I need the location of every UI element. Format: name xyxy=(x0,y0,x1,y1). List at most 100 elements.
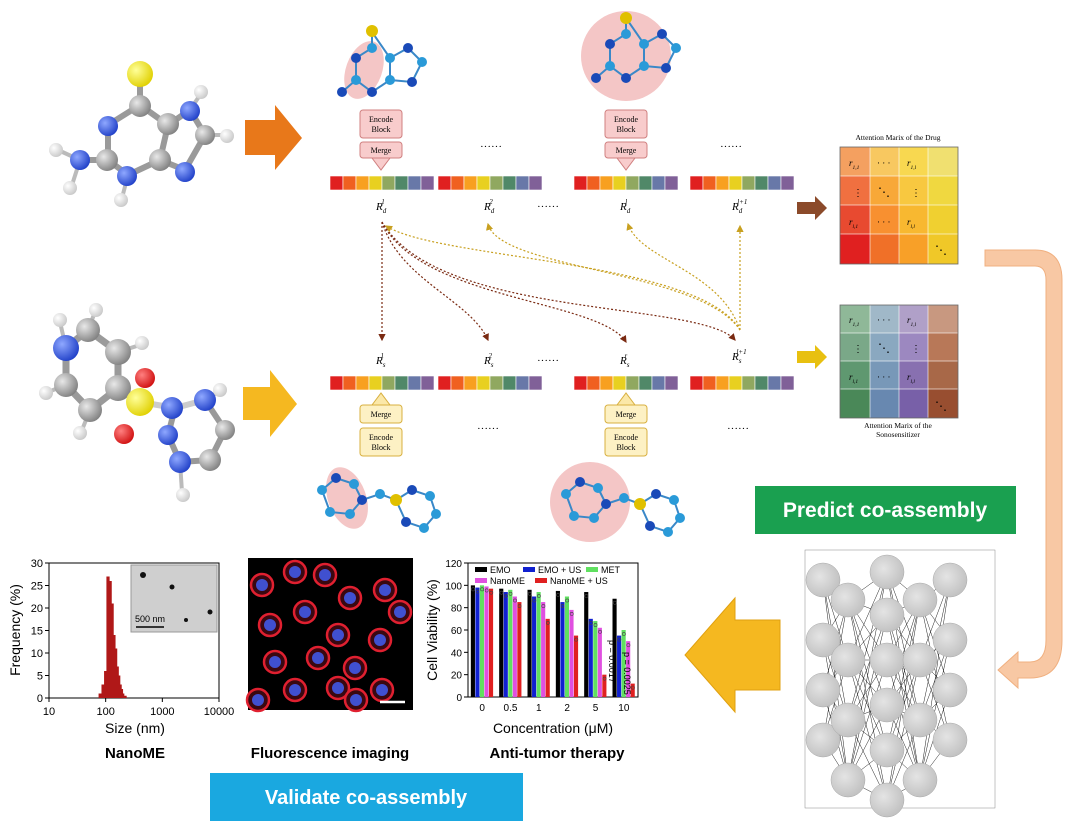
nn-node xyxy=(805,722,841,758)
feature-cell xyxy=(689,175,704,191)
encode-block-label: Encode xyxy=(369,115,393,124)
svg-text:· · ·: · · · xyxy=(877,158,891,168)
feature-cell xyxy=(586,375,601,391)
feature-cell xyxy=(489,175,504,191)
legend-swatch xyxy=(523,567,535,572)
viability-bar xyxy=(475,587,480,697)
legend-label: NanoME xyxy=(490,576,525,586)
cell-nucleus xyxy=(319,569,331,581)
cell-nucleus xyxy=(252,694,264,706)
svg-text:rl,l: rl,l xyxy=(907,372,915,385)
antitumor-caption: Anti-tumor therapy xyxy=(490,745,626,762)
sono-encode-stack-1: Merge Encode Block xyxy=(359,392,403,457)
feature-cell xyxy=(715,175,730,191)
viability-bar xyxy=(488,588,494,697)
cell-nucleus xyxy=(289,684,301,696)
sono-matrix-title-line-2: Sonosensitizer xyxy=(876,430,920,439)
viability-bar xyxy=(588,618,593,697)
feature-cell xyxy=(342,175,357,191)
data-point xyxy=(541,604,546,608)
cell-nucleus xyxy=(350,694,362,706)
ellipsis: ······ xyxy=(537,355,559,367)
feature-cell xyxy=(664,375,679,391)
feature-cell xyxy=(450,375,465,391)
legend-label: MET xyxy=(601,565,621,575)
y-tick-label: 30 xyxy=(31,558,43,570)
data-point xyxy=(574,637,579,642)
data-point xyxy=(513,598,517,603)
nn-node xyxy=(830,582,866,618)
drug-attention-matrix: r1,1 · · · r1,l ⋮ ⋱ ⋮ rl,1 · · · rl,l ⋱ xyxy=(839,146,959,265)
viability-bar xyxy=(512,596,517,697)
drug-matrix-title: Attention Marix of the Drug xyxy=(856,133,941,142)
encode-block-label: Encode xyxy=(369,433,393,442)
viability-bar xyxy=(479,585,485,697)
viability-bar xyxy=(470,585,475,697)
workflow-curved-arrow xyxy=(984,249,1063,690)
cell-nucleus xyxy=(299,606,311,618)
feature-cell xyxy=(586,175,601,191)
drug-molecule-3d xyxy=(49,61,234,207)
y-tick-label: 120 xyxy=(445,559,462,570)
nn-edge xyxy=(847,599,888,706)
sonosensitizer-molecule-3d xyxy=(39,303,235,502)
viability-bar xyxy=(584,592,589,697)
encode-block-label: Encode xyxy=(614,115,638,124)
nn-edge xyxy=(886,599,921,706)
svg-text:⋮: ⋮ xyxy=(853,188,863,199)
drug-encode-stack-l: Encode Block Merge xyxy=(604,109,648,171)
nn-edge xyxy=(919,599,951,741)
encode-block-label: Block xyxy=(371,443,390,452)
nn-edge xyxy=(847,659,888,801)
nn-edge xyxy=(919,639,951,781)
sono-matrix-arrow xyxy=(797,345,827,369)
y-tick-label: 80 xyxy=(451,604,463,615)
feature-cell xyxy=(612,175,627,191)
nn-node xyxy=(830,762,866,798)
viability-xlabel: Concentration (μM) xyxy=(493,720,613,736)
ellipsis: ······ xyxy=(537,201,559,213)
nn-node xyxy=(805,562,841,598)
nn-node xyxy=(932,672,968,708)
histogram-bar xyxy=(98,693,102,698)
nn-node xyxy=(830,702,866,738)
data-point xyxy=(617,637,622,642)
legend-swatch xyxy=(475,567,487,572)
svg-text:⋱: ⋱ xyxy=(878,341,890,355)
sono-rep-label-1: Rs1 xyxy=(375,352,386,369)
legend-label: EMO + US xyxy=(538,565,581,575)
encode-block-label: Block xyxy=(616,443,635,452)
feature-cell xyxy=(329,175,344,191)
nn-node xyxy=(805,622,841,658)
cell-nucleus xyxy=(264,619,276,631)
svg-text:rl,l: rl,l xyxy=(907,217,915,230)
feature-cell xyxy=(394,175,409,191)
x-tick-label: 5 xyxy=(593,703,599,714)
feature-cell xyxy=(463,375,478,391)
drug-rep-label-2: Rd2 xyxy=(483,198,495,215)
cell-viability-chart: Cell Viability (%) Concentration (μM) 02… xyxy=(424,559,639,736)
feature-cell xyxy=(767,375,782,391)
svg-text:· · ·: · · · xyxy=(877,372,891,382)
data-point xyxy=(621,632,626,636)
x-tick-label: 0 xyxy=(479,703,485,714)
nn-node xyxy=(902,762,938,798)
attention-connections xyxy=(378,221,744,344)
svg-text:rl,1: rl,1 xyxy=(849,217,858,230)
nn-node xyxy=(869,687,905,723)
y-tick-label: 25 xyxy=(31,581,43,593)
data-point xyxy=(584,594,589,598)
nn-node xyxy=(869,782,905,818)
svg-text:⋱: ⋱ xyxy=(878,185,890,199)
feature-cell xyxy=(780,375,795,391)
nanome-ylabel: Frequency (%) xyxy=(7,584,23,676)
viability-bar xyxy=(541,602,546,697)
data-point xyxy=(593,623,598,627)
encode-block-label: Block xyxy=(616,125,635,134)
feature-cell xyxy=(599,175,614,191)
feature-cell xyxy=(437,375,452,391)
legend-label: EMO xyxy=(490,565,511,575)
neural-network xyxy=(804,549,996,818)
data-point xyxy=(508,591,513,596)
